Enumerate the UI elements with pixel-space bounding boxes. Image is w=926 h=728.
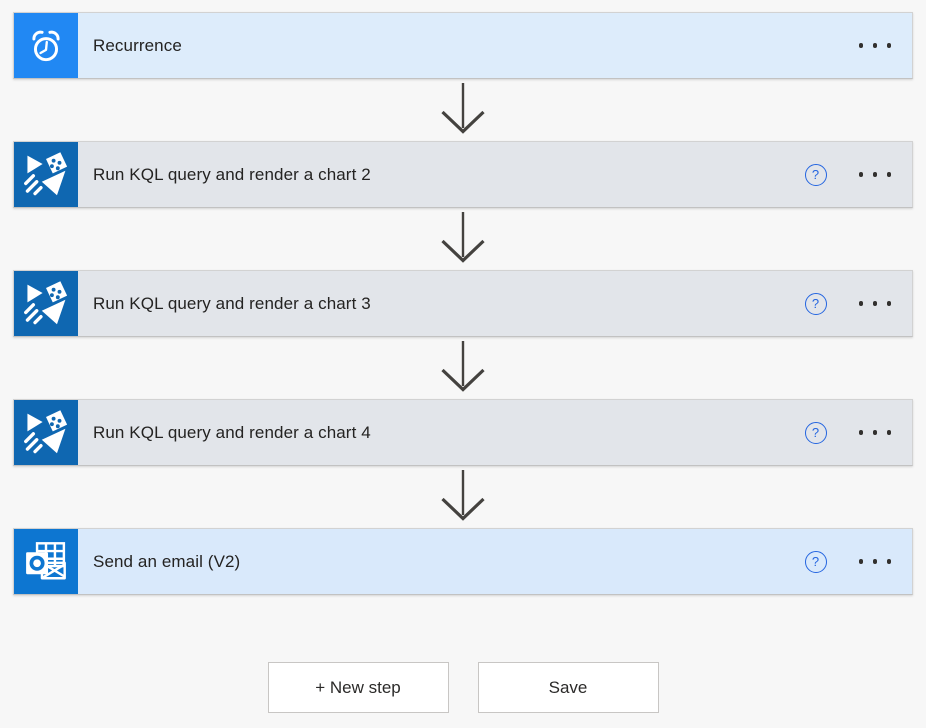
step-title: Run KQL query and render a chart 4 <box>93 422 371 442</box>
step-menu-button[interactable] <box>858 426 891 439</box>
flow-connector-arrow[interactable] <box>433 212 493 268</box>
step-card-recurrence[interactable]: Recurrence <box>13 12 913 79</box>
step-card-send-email[interactable]: Send an email (V2) ? <box>13 528 913 595</box>
help-icon[interactable]: ? <box>804 163 827 186</box>
help-icon[interactable]: ? <box>804 421 827 444</box>
new-step-button[interactable]: + New step <box>267 662 449 713</box>
ellipsis-icon <box>858 301 863 306</box>
azure-data-explorer-icon <box>14 142 78 207</box>
step-menu-button[interactable] <box>858 555 891 568</box>
ellipsis-icon <box>858 430 863 435</box>
help-icon[interactable]: ? <box>804 292 827 315</box>
step-title: Run KQL query and render a chart 3 <box>93 293 371 313</box>
outlook-icon <box>14 529 78 594</box>
ellipsis-icon <box>858 559 863 564</box>
step-title: Recurrence <box>93 35 182 55</box>
step-card-kql-chart-2[interactable]: Run KQL query and render a chart 2 ? <box>13 141 913 208</box>
step-menu-button[interactable] <box>858 39 891 52</box>
azure-data-explorer-icon <box>14 400 78 465</box>
step-card-kql-chart-3[interactable]: Run KQL query and render a chart 3 ? <box>13 270 913 337</box>
flow-connector-arrow[interactable] <box>433 83 493 139</box>
ellipsis-icon <box>858 43 863 48</box>
flow-connector-arrow[interactable] <box>433 470 493 526</box>
designer-footer: + New step Save <box>0 662 926 713</box>
step-menu-button[interactable] <box>858 168 891 181</box>
step-menu-button[interactable] <box>858 297 891 310</box>
save-button[interactable]: Save <box>477 662 659 713</box>
step-title: Run KQL query and render a chart 2 <box>93 164 371 184</box>
step-title: Send an email (V2) <box>93 551 241 571</box>
alarm-clock-icon <box>14 13 78 78</box>
azure-data-explorer-icon <box>14 271 78 336</box>
flow-connector-arrow[interactable] <box>433 341 493 397</box>
ellipsis-icon <box>858 172 863 177</box>
help-icon[interactable]: ? <box>804 550 827 573</box>
step-card-kql-chart-4[interactable]: Run KQL query and render a chart 4 ? <box>13 399 913 466</box>
